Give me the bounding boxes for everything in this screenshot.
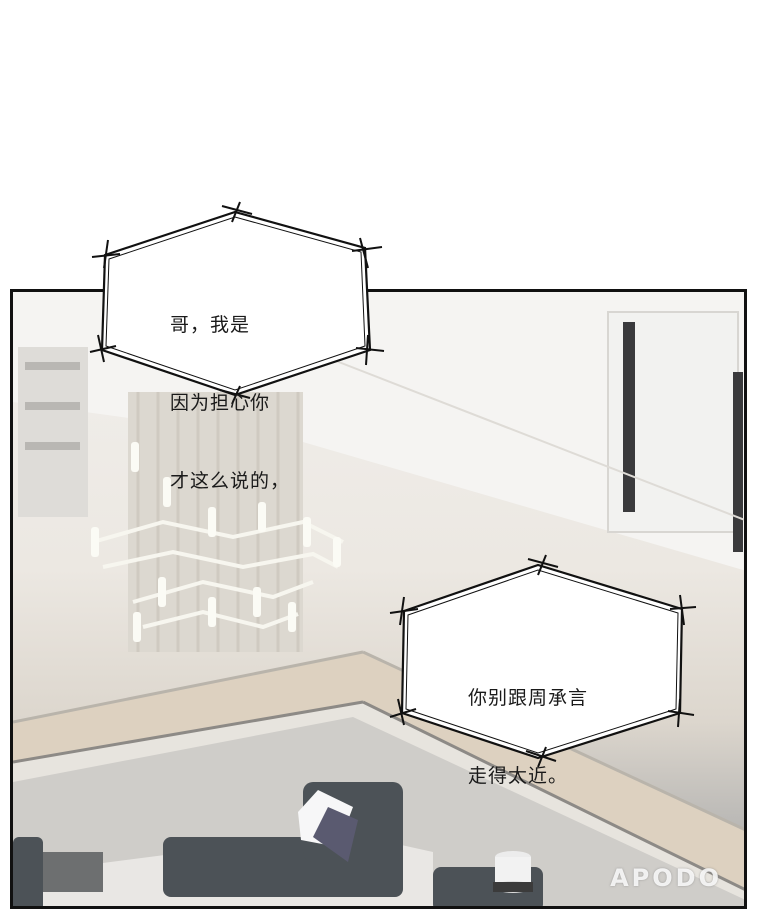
- speech-text-bottom: 你别跟周承言 走得太近。: [468, 633, 588, 841]
- speech-bubble-top: 哥，我是 因为担心你 才这么说的，: [89, 200, 390, 492]
- speech-bubble-frame: [89, 201, 385, 405]
- living-room-background: [13, 292, 744, 906]
- watermark-logo: APODO: [610, 864, 722, 892]
- speech-line: 才这么说的，: [170, 470, 291, 492]
- speech-line: 走得太近。: [468, 765, 569, 787]
- speech-line: 因为担心你: [170, 392, 271, 414]
- speech-line: 哥，我是: [170, 314, 251, 336]
- speech-bubble-frame: [389, 554, 697, 768]
- speech-line: 你别跟周承言: [468, 687, 589, 709]
- speech-bubble-bottom: 你别跟周承言 走得太近。: [388, 553, 698, 787]
- speech-text-top: 哥，我是 因为担心你 才这么说的，: [170, 260, 290, 546]
- comic-panel: APODO: [10, 289, 747, 909]
